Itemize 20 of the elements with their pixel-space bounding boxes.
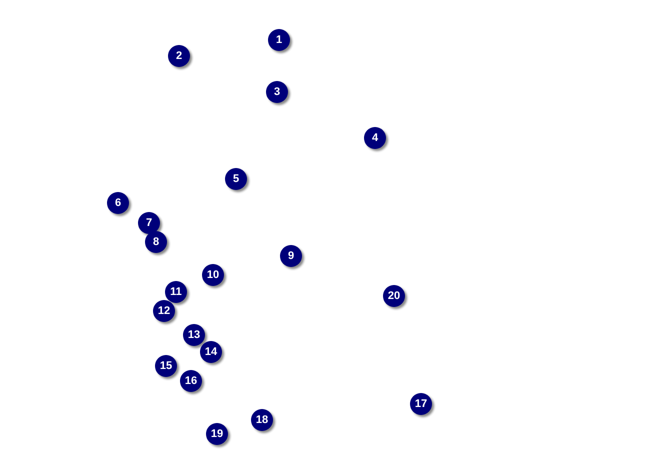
numbered-marker: 1 [268, 29, 290, 51]
numbered-marker: 18 [251, 409, 273, 431]
numbered-marker: 10 [202, 264, 224, 286]
numbered-marker: 16 [180, 370, 202, 392]
numbered-marker: 9 [280, 245, 302, 267]
numbered-marker: 7 [138, 212, 160, 234]
numbered-marker: 8 [145, 231, 167, 253]
numbered-marker: 13 [183, 324, 205, 346]
numbered-marker: 14 [200, 341, 222, 363]
numbered-marker: 3 [266, 81, 288, 103]
numbered-marker: 20 [383, 285, 405, 307]
numbered-marker: 4 [364, 127, 386, 149]
numbered-marker: 15 [155, 355, 177, 377]
numbered-marker: 11 [165, 281, 187, 303]
numbered-marker: 17 [410, 393, 432, 415]
numbered-marker: 5 [225, 168, 247, 190]
numbered-marker: 2 [168, 45, 190, 67]
numbered-marker: 12 [153, 300, 175, 322]
numbered-marker: 19 [206, 423, 228, 445]
numbered-marker: 6 [107, 192, 129, 214]
